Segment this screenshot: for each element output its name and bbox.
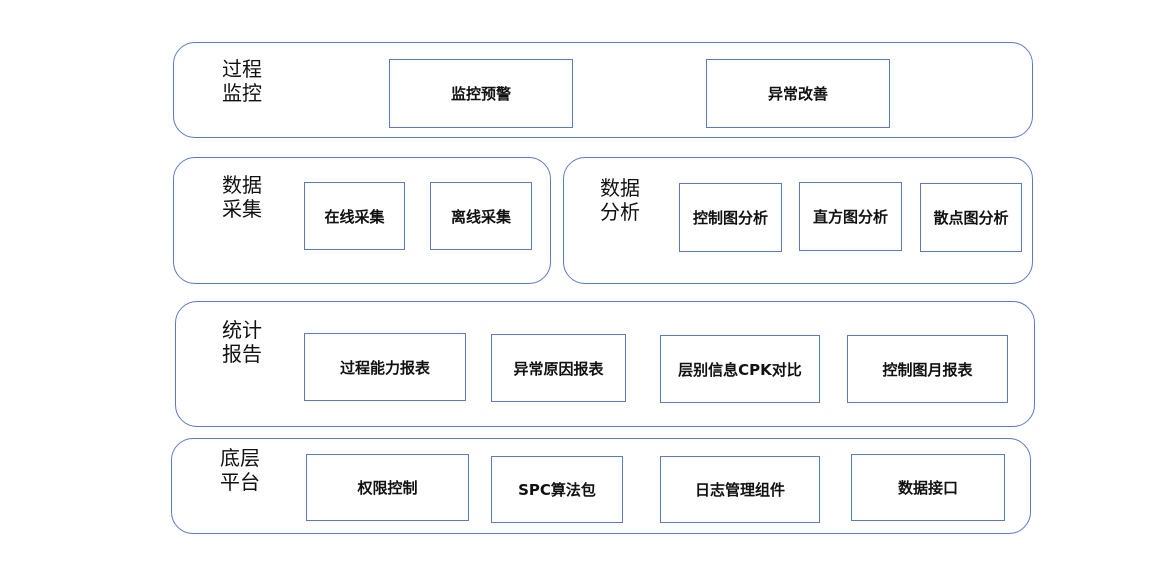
layer-label-process-monitoring: 过程 监控 bbox=[222, 57, 262, 105]
module-scatter-plot-analysis[interactable]: 散点图分析 bbox=[920, 183, 1022, 252]
module-control-chart-monthly-report[interactable]: 控制图月报表 bbox=[847, 335, 1008, 403]
layer-label-statistical-report: 统计 报告 bbox=[222, 318, 262, 366]
module-layer-cpk-comparison[interactable]: 层别信息CPK对比 bbox=[660, 335, 820, 403]
module-permission-control[interactable]: 权限控制 bbox=[306, 454, 469, 521]
module-log-management-component[interactable]: 日志管理组件 bbox=[660, 456, 820, 523]
module-data-interface[interactable]: 数据接口 bbox=[851, 454, 1005, 521]
module-histogram-analysis[interactable]: 直方图分析 bbox=[799, 182, 902, 251]
module-control-chart-analysis[interactable]: 控制图分析 bbox=[679, 183, 782, 252]
module-offline-collection[interactable]: 离线采集 bbox=[430, 182, 532, 250]
module-anomaly-improvement[interactable]: 异常改善 bbox=[706, 59, 890, 128]
layer-label-line: 平台 bbox=[220, 470, 260, 494]
layer-process-monitoring bbox=[173, 42, 1033, 138]
layer-label-line: 数据 bbox=[600, 176, 640, 200]
layer-label-line: 数据 bbox=[222, 173, 262, 197]
layer-label-line: 监控 bbox=[222, 81, 262, 105]
layer-label-line: 底层 bbox=[220, 446, 260, 470]
layer-label-base-platform: 底层 平台 bbox=[220, 446, 260, 494]
layer-label-line: 分析 bbox=[600, 200, 640, 224]
module-process-capability-report[interactable]: 过程能力报表 bbox=[304, 333, 466, 401]
layer-label-data-analysis: 数据 分析 bbox=[600, 176, 640, 224]
module-online-collection[interactable]: 在线采集 bbox=[304, 182, 405, 250]
layer-label-line: 统计 bbox=[222, 318, 262, 342]
module-anomaly-cause-report[interactable]: 异常原因报表 bbox=[491, 334, 626, 402]
layer-label-line: 报告 bbox=[222, 342, 262, 366]
layer-label-line: 过程 bbox=[222, 57, 262, 81]
module-monitoring-alert[interactable]: 监控预警 bbox=[389, 59, 573, 128]
layer-label-data-collection: 数据 采集 bbox=[222, 173, 262, 221]
layer-label-line: 采集 bbox=[222, 197, 262, 221]
module-spc-algorithm-package[interactable]: SPC算法包 bbox=[491, 456, 623, 523]
